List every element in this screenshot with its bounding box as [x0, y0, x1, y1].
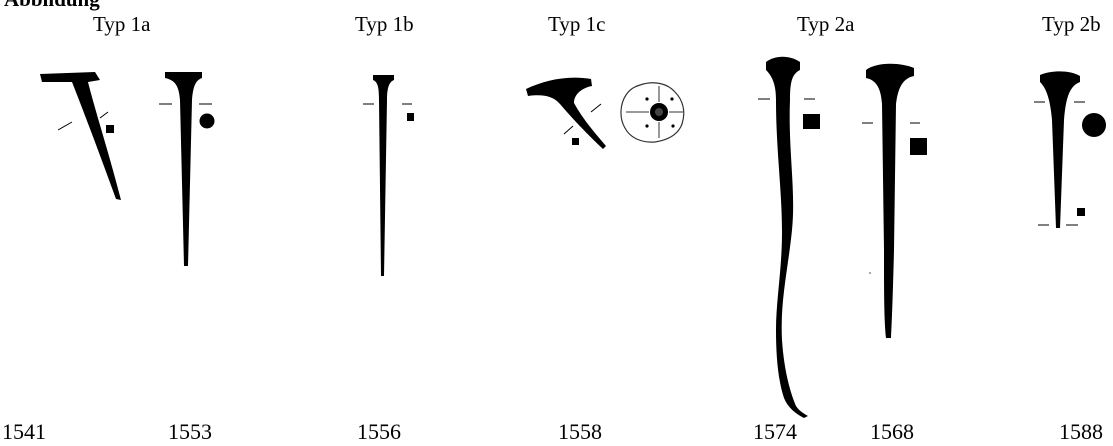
catalog-number-1558: 1558 — [558, 419, 602, 444]
nail-1556-drawing — [363, 75, 414, 276]
type-label-1a: Typ 1a — [93, 12, 151, 36]
type-label-1c: Typ 1c — [548, 12, 606, 36]
nail-1574-drawing — [758, 56, 820, 418]
nail-1588-drawing — [1034, 71, 1106, 229]
catalog-number-1553: 1553 — [168, 419, 212, 444]
nail-1568-drawing — [862, 63, 927, 339]
catalog-number-1541: 1541 — [2, 419, 46, 444]
catalog-number-1556: 1556 — [357, 419, 401, 444]
nail-1558-drawing — [526, 77, 685, 149]
cropped-figure-heading: Abbildung — [4, 0, 100, 12]
type-label-2a: Typ 2a — [797, 12, 855, 36]
catalog-number-1568: 1568 — [870, 419, 914, 444]
type-label-2b: Typ 2b — [1042, 12, 1101, 36]
nail-1553-drawing — [159, 72, 215, 266]
nail-1541-drawing — [40, 72, 121, 200]
catalog-number-1574: 1574 — [753, 419, 797, 444]
type-label-1b: Typ 1b — [355, 12, 414, 36]
catalog-number-1588: 1588 — [1059, 419, 1103, 444]
